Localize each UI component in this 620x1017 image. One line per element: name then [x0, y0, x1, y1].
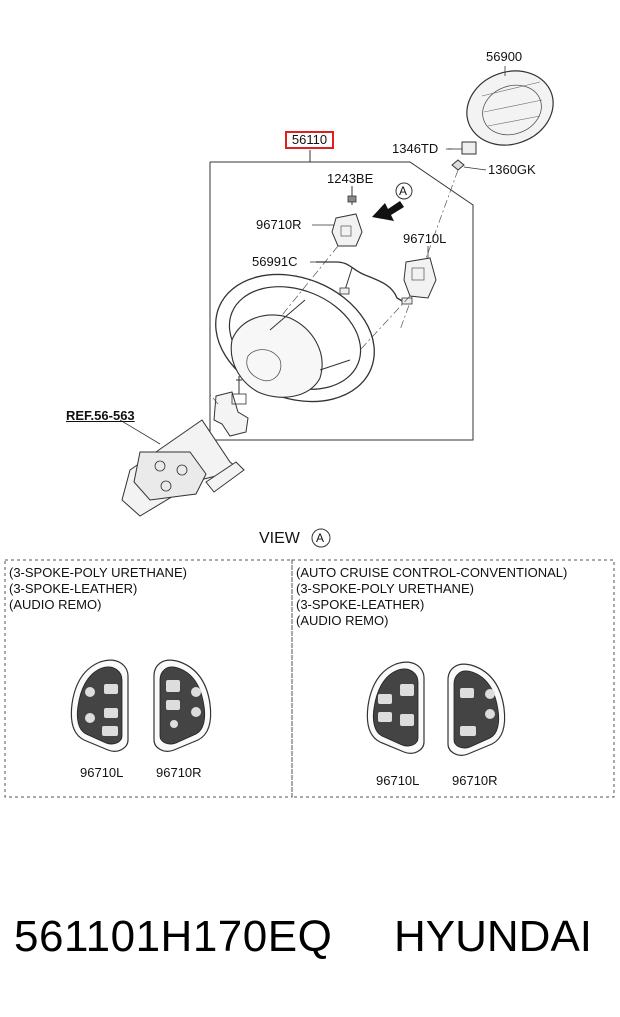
panel-left-line-3: (AUDIO REMO)	[9, 597, 102, 612]
panel-left-line-1: (3-SPOKE-POLY URETHANE)	[9, 565, 187, 580]
panel-right-line-4: (AUDIO REMO)	[296, 613, 389, 628]
panel-right-line-3: (3-SPOKE-LEATHER)	[296, 597, 425, 612]
part-label-airbag: 56900	[486, 49, 523, 64]
part-label-switch-r: 96710R	[256, 217, 302, 232]
harness-part	[316, 261, 413, 305]
view-label: VIEW	[259, 530, 300, 547]
panel-left-label-l: 96710L	[80, 765, 124, 780]
part-number-caption: 561101H170EQ	[14, 912, 333, 961]
airbag-module	[466, 66, 554, 146]
brand-caption: HYUNDAI	[394, 912, 593, 961]
panel-left-switch-r	[153, 659, 212, 752]
part-label-bolt-td: 1346TD	[392, 141, 439, 156]
panel-right-switch-r	[447, 663, 506, 756]
panel-left-label-r: 96710R	[156, 765, 202, 780]
part-label-harness: 56991C	[252, 254, 298, 269]
panel-right-label-l: 96710L	[376, 773, 420, 788]
parts-diagram: 56110 56900 1346TD 1360GK 1243BE A 96710…	[4, 49, 615, 798]
panel-right-border	[291, 559, 615, 798]
part-label-switch-l: 96710L	[403, 231, 447, 246]
panel-right-line-1: (AUTO CRUISE CONTROL-CONVENTIONAL)	[296, 565, 568, 580]
view-label-marker: A	[316, 531, 325, 545]
ref-label: REF.56-563	[66, 408, 135, 423]
view-a-letter: A	[399, 184, 408, 198]
switch-r-part	[269, 213, 363, 331]
view-a-marker	[372, 182, 413, 221]
panel-left-switch-l	[70, 659, 129, 752]
panel-right-switch-l	[366, 661, 425, 754]
panel-right-line-2: (3-SPOKE-POLY URETHANE)	[296, 581, 474, 596]
panel-left-border	[4, 559, 293, 798]
steering-column	[119, 376, 249, 517]
switch-l-part	[359, 257, 437, 351]
screw-part	[347, 186, 357, 205]
part-label-screw: 1243BE	[327, 171, 374, 186]
part-label-nut-gk: 1360GK	[488, 162, 536, 177]
exploded-view-drawing	[4, 66, 615, 798]
main-part-label: 56110	[285, 131, 334, 149]
steering-wheel	[215, 273, 375, 403]
panel-left-line-2: (3-SPOKE-LEATHER)	[9, 581, 138, 596]
panel-right-label-r: 96710R	[452, 773, 498, 788]
